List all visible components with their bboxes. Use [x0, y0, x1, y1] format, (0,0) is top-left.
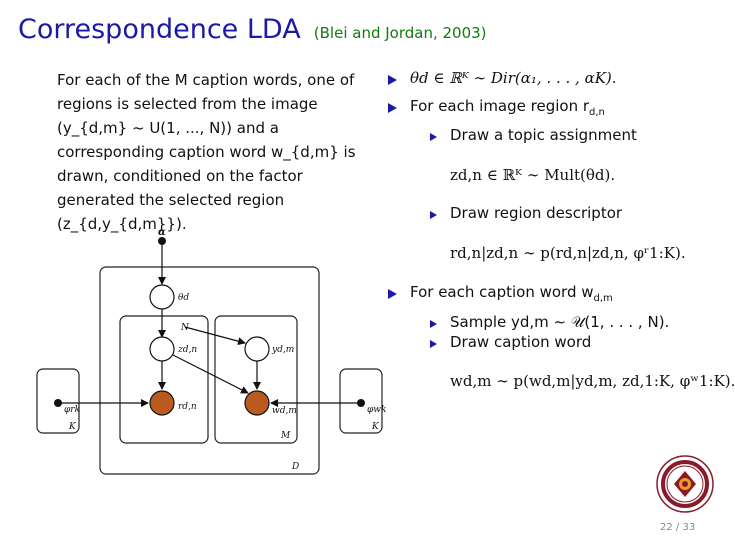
- plate-M-label: M: [280, 431, 291, 441]
- z-node: [149, 336, 175, 362]
- alpha-label: α: [158, 227, 166, 238]
- intro-text: For each of the M caption words, one of …: [57, 71, 356, 233]
- phi-w-node: [357, 399, 365, 407]
- w-label: wd,m: [272, 406, 297, 416]
- plate-D: [99, 266, 320, 475]
- equation-topic: zd,n ∈ ℝᴷ ∼ Mult(θd).: [450, 166, 616, 184]
- theta-node: [149, 284, 175, 310]
- bullet-marker: [388, 103, 397, 113]
- sub-bullet-marker: [430, 320, 437, 328]
- alpha-node: [158, 237, 166, 245]
- z-label: zd,n: [177, 345, 197, 355]
- sub-bullet-marker: [430, 211, 437, 219]
- plate-D-label: D: [291, 462, 299, 472]
- edge-z-w: [172, 354, 249, 394]
- title-row: Correspondence LDA (Blei and Jordan, 200…: [18, 14, 487, 45]
- bullet-marker: [388, 289, 397, 299]
- slide: Correspondence LDA (Blei and Jordan, 200…: [18, 14, 735, 533]
- y-label: yd,m: [271, 345, 294, 355]
- sub-bullet-marker: [430, 340, 437, 348]
- equation-region: rd,n|zd,n ∼ p(rd,n|zd,n, φʳ1:K).: [450, 244, 686, 262]
- plate-K-right: [339, 368, 383, 434]
- bullet-marker: [388, 75, 397, 85]
- plate-K-left: [36, 368, 80, 434]
- plate-K-right-label: K: [371, 422, 380, 432]
- page-number: 22 / 33: [660, 522, 696, 533]
- slide-title: Correspondence LDA: [18, 14, 301, 45]
- graphical-model-diagram: α θd zd,n rd,n yd,m wd,m φrk φwk N M D K…: [36, 227, 386, 475]
- edge-N-y: [184, 326, 246, 346]
- bullet-image-region: For each image region rd,n: [410, 97, 605, 118]
- bullet-region-descriptor: Draw region descriptor: [450, 204, 623, 222]
- r-node: [149, 390, 175, 416]
- bullet-draw-caption: Draw caption word: [450, 333, 592, 351]
- plate-N-label: N: [180, 323, 190, 333]
- bullet-theta-prior: θd ∈ ℝᴷ ∼ Dir(α₁, . . . , αK).: [410, 69, 617, 87]
- sub-bullet-marker: [430, 133, 437, 141]
- bullet-topic-assignment: Draw a topic assignment: [450, 126, 637, 144]
- bullet-caption-word: For each caption word wd,m: [410, 283, 613, 304]
- phi-r-label: φrk: [64, 405, 80, 415]
- intro-paragraph: For each of the M caption words, one of …: [57, 68, 367, 236]
- r-label: rd,n: [178, 402, 197, 412]
- plate-N: [119, 315, 209, 444]
- plate-K-left-label: K: [68, 422, 77, 432]
- university-seal-icon: [656, 455, 714, 513]
- phi-w-label: φwk: [367, 405, 386, 415]
- slide-reference: (Blei and Jordan, 2003): [313, 24, 487, 42]
- equation-caption: wd,m ∼ p(wd,m|yd,m, zd,1:K, φʷ1:K).: [450, 372, 735, 390]
- bullet-sample-y: Sample yd,m ∼ 𝒰(1, . . . , N).: [450, 313, 670, 331]
- theta-label: θd: [178, 293, 189, 303]
- phi-r-node: [54, 399, 62, 407]
- y-node: [244, 336, 270, 362]
- w-node: [244, 390, 270, 416]
- plate-M: [214, 315, 298, 444]
